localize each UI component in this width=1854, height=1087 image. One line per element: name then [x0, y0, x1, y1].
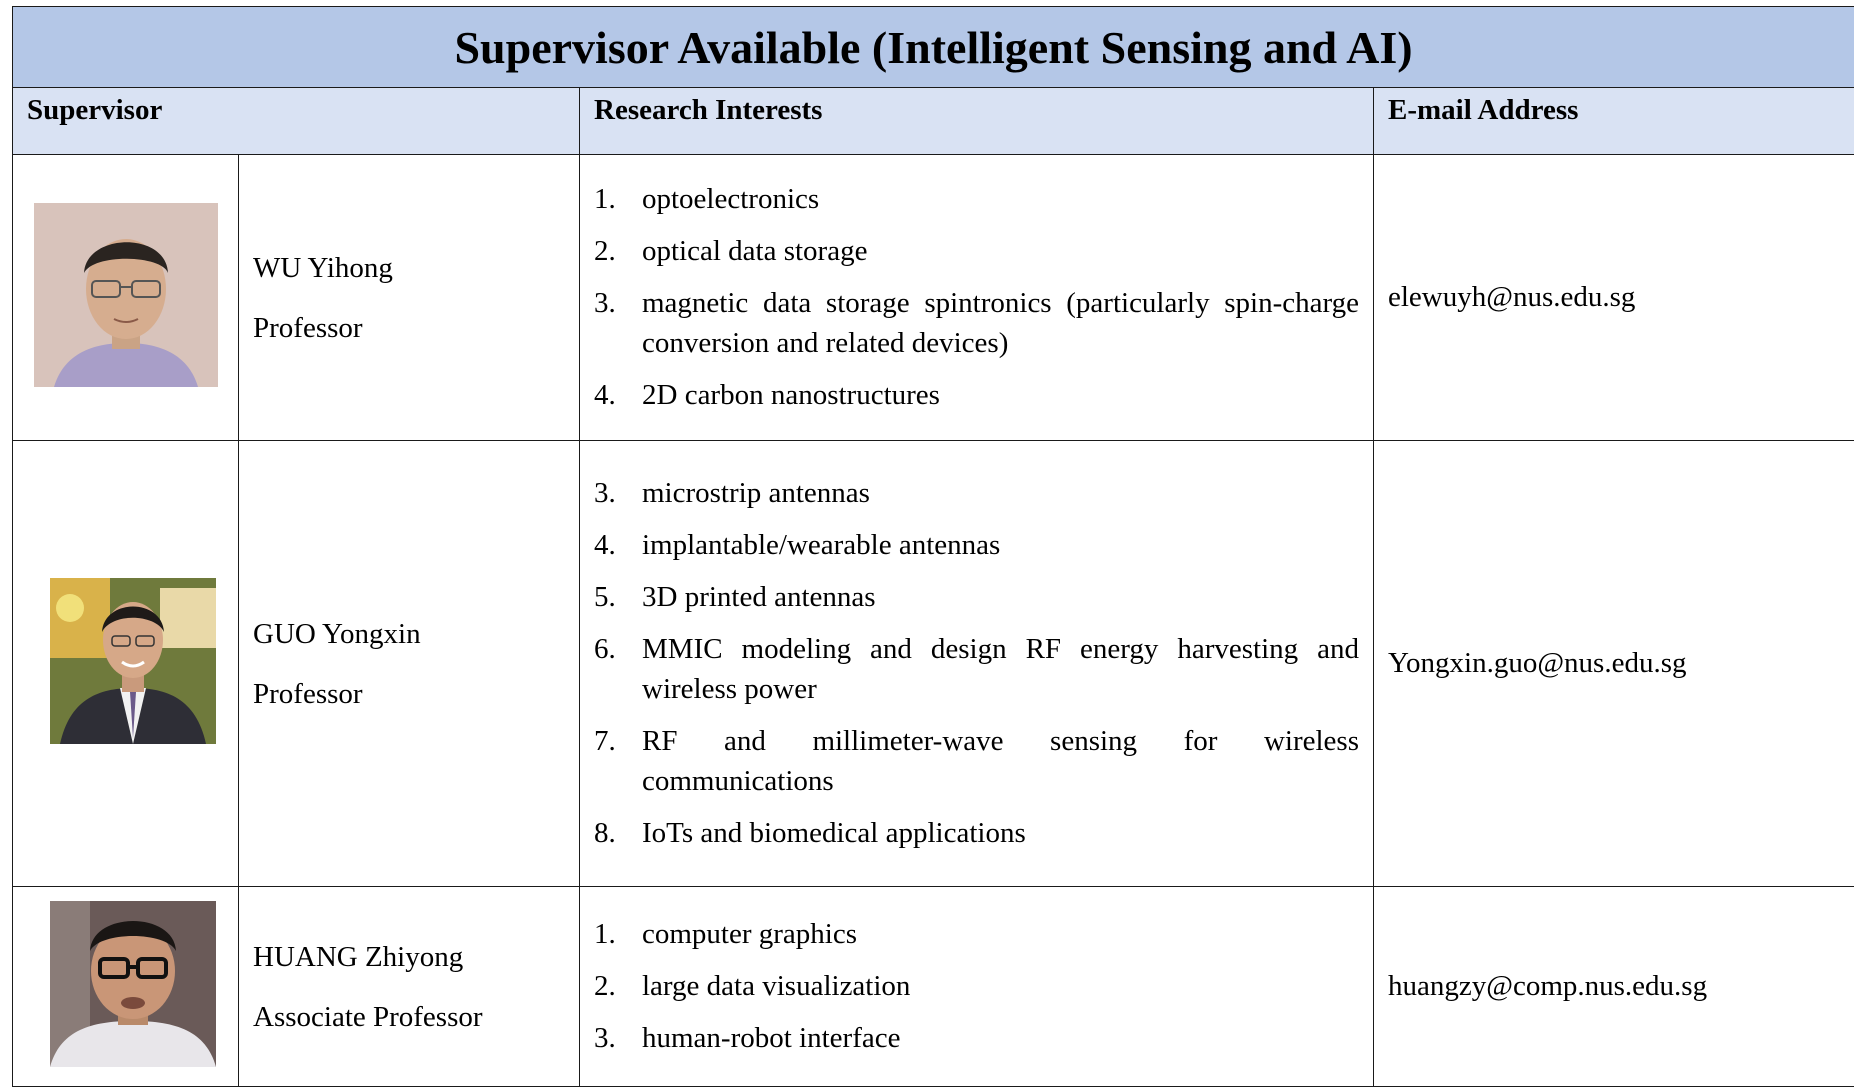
research-interests-cell: 1.optoelectronics 2.optical data storage…	[580, 155, 1374, 441]
list-item: 1.computer graphics	[594, 914, 1359, 954]
supervisor-name-cell: HUANG Zhiyong Associate Professor	[239, 887, 580, 1087]
supervisor-table-sheet: Supervisor Available (Intelligent Sensin…	[12, 6, 1854, 1077]
supervisor-table: Supervisor Available (Intelligent Sensin…	[12, 6, 1854, 1087]
list-item: 3.magnetic data storage spintronics (par…	[594, 283, 1359, 363]
research-interests-cell: 3.microstrip antennas 4.implantable/wear…	[580, 441, 1374, 887]
list-item: 3.human-robot interface	[594, 1018, 1359, 1058]
list-item: 4.2D carbon nanostructures	[594, 375, 1359, 415]
email-address[interactable]: Yongxin.guo@nus.edu.sg	[1388, 647, 1687, 679]
research-interests-list: 1.computer graphics 2.large data visuali…	[594, 914, 1359, 1058]
supervisor-photo	[50, 578, 216, 744]
research-interests-list: 1.optoelectronics 2.optical data storage…	[594, 179, 1359, 415]
supervisor-name: WU Yihong	[253, 238, 579, 298]
header-supervisor: Supervisor	[13, 88, 580, 155]
email-address[interactable]: elewuyh@nus.edu.sg	[1388, 281, 1635, 313]
supervisor-name: HUANG Zhiyong	[253, 927, 579, 987]
supervisor-name: GUO Yongxin	[253, 604, 579, 664]
table-title: Supervisor Available (Intelligent Sensin…	[13, 7, 1854, 88]
list-item: 7.RF and millimeter-wave sensing for wir…	[594, 721, 1359, 801]
list-item: 2.optical data storage	[594, 231, 1359, 271]
photo-cell	[13, 441, 239, 887]
supervisor-position: Professor	[253, 298, 579, 358]
email-cell: huangzy@comp.nus.edu.sg	[1374, 887, 1854, 1087]
list-item: 4.implantable/wearable antennas	[594, 525, 1359, 565]
supervisor-name-cell: WU Yihong Professor	[239, 155, 580, 441]
photo-cell	[13, 155, 239, 441]
list-item: 6.MMIC modeling and design RF energy har…	[594, 629, 1359, 709]
list-item: 3.microstrip antennas	[594, 473, 1359, 513]
research-interests-list: 3.microstrip antennas 4.implantable/wear…	[594, 473, 1359, 853]
email-cell: Yongxin.guo@nus.edu.sg	[1374, 441, 1854, 887]
supervisor-position: Associate Professor	[253, 987, 579, 1047]
header-email-address: E-mail Address	[1374, 88, 1854, 155]
list-item: 8.IoTs and biomedical applications	[594, 813, 1359, 853]
supervisor-row: GUO Yongxin Professor 3.microstrip anten…	[13, 441, 1854, 887]
list-item: 2.large data visualization	[594, 966, 1359, 1006]
email-address[interactable]: huangzy@comp.nus.edu.sg	[1388, 970, 1707, 1002]
research-interests-cell: 1.computer graphics 2.large data visuali…	[580, 887, 1374, 1087]
supervisor-photo	[34, 203, 218, 387]
email-cell: elewuyh@nus.edu.sg	[1374, 155, 1854, 441]
supervisor-row: HUANG Zhiyong Associate Professor 1.comp…	[13, 887, 1854, 1087]
photo-cell	[13, 887, 239, 1087]
list-item: 5.3D printed antennas	[594, 577, 1359, 617]
supervisor-name-cell: GUO Yongxin Professor	[239, 441, 580, 887]
header-research-interests: Research Interests	[580, 88, 1374, 155]
list-item: 1.optoelectronics	[594, 179, 1359, 219]
supervisor-row: WU Yihong Professor 1.optoelectronics 2.…	[13, 155, 1854, 441]
supervisor-photo	[50, 901, 216, 1067]
supervisor-position: Professor	[253, 664, 579, 724]
